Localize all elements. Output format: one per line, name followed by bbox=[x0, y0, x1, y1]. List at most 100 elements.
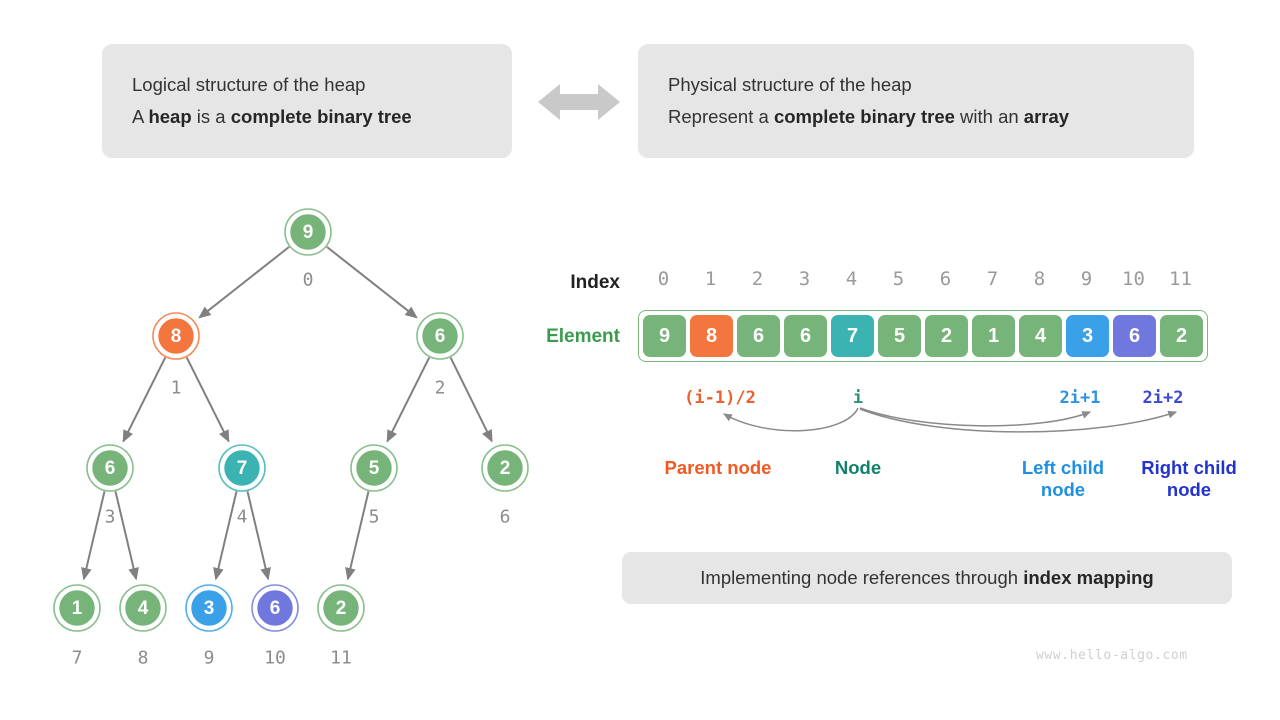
tree-node: 3 bbox=[185, 584, 233, 632]
tree-node: 2 bbox=[317, 584, 365, 632]
tree-node-circle bbox=[222, 448, 262, 488]
tree-node-index: 3 bbox=[105, 507, 116, 528]
tree-node-index: 8 bbox=[138, 648, 149, 669]
array-index-label: 3 bbox=[798, 268, 811, 290]
tree-edge bbox=[81, 491, 106, 581]
array-cell[interactable]: 3 bbox=[1066, 315, 1109, 357]
tree-edge-group bbox=[81, 246, 493, 581]
tree-node-index: 6 bbox=[500, 507, 511, 528]
tree-node: 6 bbox=[416, 312, 464, 360]
node-label: Node bbox=[834, 457, 882, 478]
array-cell[interactable]: 1 bbox=[972, 315, 1015, 357]
array-index-label: 6 bbox=[939, 268, 952, 290]
tree-node-ring bbox=[152, 312, 200, 360]
tree-node: 6 bbox=[86, 444, 134, 492]
tree-edge bbox=[114, 491, 139, 581]
element-row-label: Element bbox=[546, 326, 620, 347]
tree-edge bbox=[326, 246, 418, 319]
tree-edge bbox=[345, 491, 370, 581]
tree-edge bbox=[386, 357, 431, 443]
tree-node-circle bbox=[420, 316, 460, 356]
tree-node-value: 2 bbox=[500, 458, 511, 479]
right-child-arrow bbox=[859, 408, 1178, 433]
parent-node-label: Parent node bbox=[664, 457, 772, 478]
tree-node-index: 4 bbox=[237, 507, 248, 528]
array-index-label: 8 bbox=[1033, 268, 1046, 290]
array-cell[interactable]: 6 bbox=[1113, 315, 1156, 357]
left-child-arrow bbox=[859, 407, 1092, 427]
tree-node-ring bbox=[119, 584, 167, 632]
tree-node-index: 10 bbox=[264, 648, 286, 669]
tree-node-value: 6 bbox=[105, 458, 116, 479]
tree-node: 1 bbox=[53, 584, 101, 632]
tree-node-circle bbox=[321, 588, 361, 628]
array-cell[interactable]: 2 bbox=[1160, 315, 1203, 357]
tree-node-circle bbox=[255, 588, 295, 628]
array-index-label: 5 bbox=[892, 268, 905, 290]
tree-edge bbox=[198, 246, 290, 319]
tree-node-ring bbox=[350, 444, 398, 492]
tree-edge bbox=[213, 491, 238, 581]
tree-node-circle bbox=[288, 212, 328, 252]
array-cell[interactable]: 2 bbox=[925, 315, 968, 357]
index-mapping-callout: Implementing node references through ind… bbox=[622, 552, 1232, 604]
tree-node-value: 3 bbox=[204, 598, 215, 619]
tree-node-circle bbox=[156, 316, 196, 356]
array-cell[interactable]: 6 bbox=[737, 315, 780, 357]
index-mapping-caption: Implementing node references through ind… bbox=[700, 567, 1154, 588]
array-index-label: 9 bbox=[1080, 268, 1093, 290]
array-cell[interactable]: 6 bbox=[784, 315, 827, 357]
array-cell[interactable]: 8 bbox=[690, 315, 733, 357]
array-index-label: 1 bbox=[704, 268, 717, 290]
array-cell[interactable]: 7 bbox=[831, 315, 874, 357]
index-mapping-arrows bbox=[722, 407, 1178, 433]
tree-node-ring bbox=[218, 444, 266, 492]
tree-node-ring bbox=[185, 584, 233, 632]
tree-node-index: 2 bbox=[435, 378, 446, 399]
tree-node-value: 6 bbox=[435, 326, 446, 347]
tree-node: 2 bbox=[481, 444, 529, 492]
tree-node-index: 1 bbox=[171, 378, 182, 399]
node-formula: i bbox=[852, 388, 864, 408]
array-index-label: 11 bbox=[1169, 268, 1192, 290]
tree-node-index: 11 bbox=[330, 648, 352, 669]
tree-node-index: 5 bbox=[369, 507, 380, 528]
array-cell[interactable]: 4 bbox=[1019, 315, 1062, 357]
tree-node-value: 6 bbox=[270, 598, 281, 619]
physical-structure-subtitle: Represent a complete binary tree with an… bbox=[668, 105, 1070, 127]
tree-node-value: 7 bbox=[237, 458, 248, 479]
tree-node-ring bbox=[416, 312, 464, 360]
array-index-label: 10 bbox=[1122, 268, 1145, 290]
bidirectional-arrow-icon bbox=[538, 84, 620, 120]
array-cell[interactable]: 9 bbox=[643, 315, 686, 357]
tree-node-circle bbox=[189, 588, 229, 628]
tree-node-ring bbox=[317, 584, 365, 632]
index-row-label: Index bbox=[570, 272, 620, 293]
left-child-formula: 2i+1 bbox=[1059, 388, 1101, 408]
array-cell[interactable]: 5 bbox=[878, 315, 921, 357]
array-index-label: 0 bbox=[657, 268, 670, 290]
logical-structure-subtitle: A heap is a complete binary tree bbox=[132, 105, 412, 127]
tree-node-circle bbox=[90, 448, 130, 488]
parent-formula: (i-1)/2 bbox=[684, 388, 756, 408]
logical-structure-title: Logical structure of the heap bbox=[132, 74, 366, 96]
right-child-formula: 2i+2 bbox=[1142, 388, 1184, 408]
tree-node-index: 7 bbox=[72, 648, 83, 669]
tree-node: 4 bbox=[119, 584, 167, 632]
right-child-label: Right child node bbox=[1141, 457, 1237, 500]
tree-node-value: 2 bbox=[336, 598, 347, 619]
tree-node-value: 1 bbox=[72, 598, 83, 619]
physical-structure-callout: Physical structure of the heap Represent… bbox=[638, 44, 1194, 158]
tree-node-value: 5 bbox=[369, 458, 380, 479]
tree-node: 7 bbox=[218, 444, 266, 492]
array-index-label: 7 bbox=[986, 268, 999, 290]
tree-node-circle bbox=[485, 448, 525, 488]
tree-node-value: 4 bbox=[138, 598, 149, 619]
watermark: www.hello-algo.com bbox=[1036, 648, 1188, 663]
tree-node-index: 9 bbox=[204, 648, 215, 669]
tree-node: 9 bbox=[284, 208, 332, 256]
tree-node-ring bbox=[86, 444, 134, 492]
